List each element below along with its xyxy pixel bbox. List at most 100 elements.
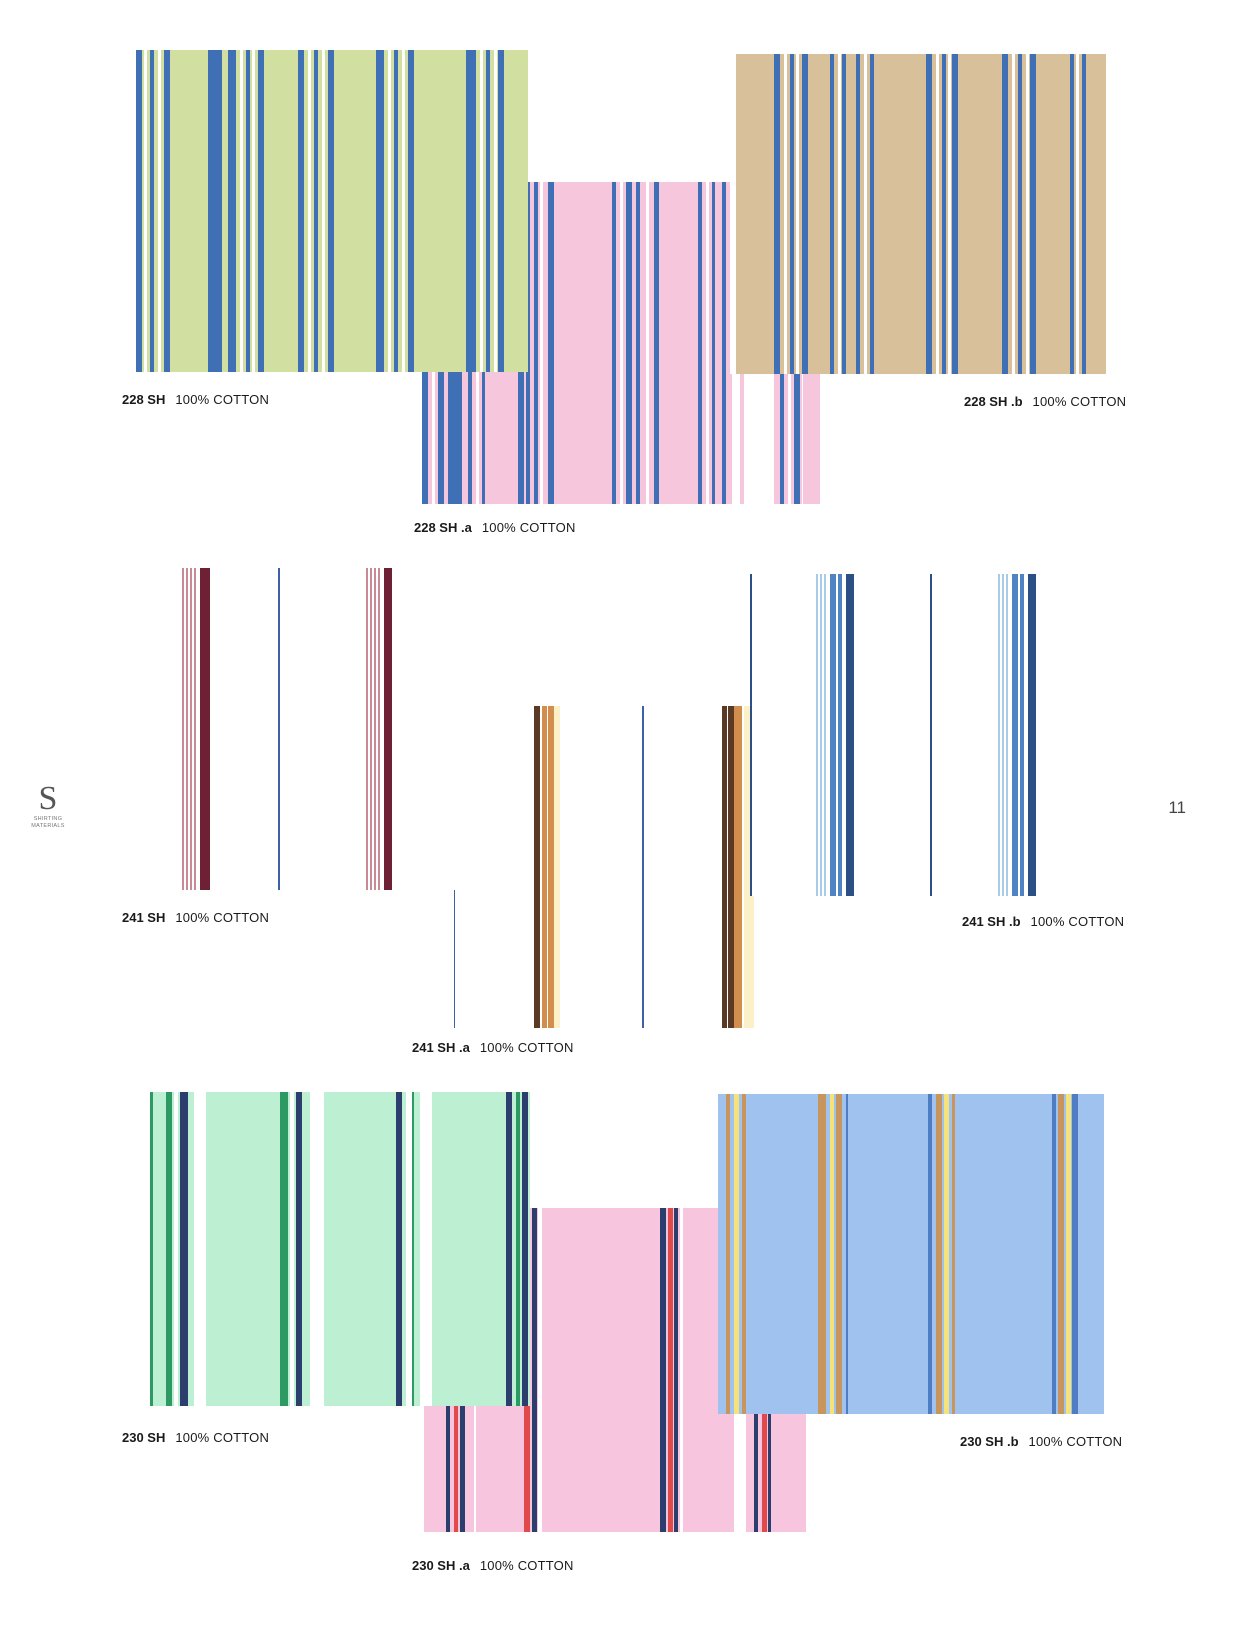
fabric-swatch-241-sh-b	[750, 574, 1104, 896]
stripe	[824, 574, 826, 896]
stripe	[846, 574, 854, 896]
stripe	[506, 1092, 512, 1406]
stripe	[706, 182, 709, 504]
fabric-composition: 100% COTTON	[1030, 914, 1125, 929]
swatch-caption-241-sh-b: 241 SH .b 100% COTTON	[962, 914, 1124, 929]
stripe	[296, 1092, 302, 1406]
stripe	[532, 1208, 537, 1532]
stripe	[144, 50, 147, 372]
stripe	[830, 54, 834, 374]
stripe	[674, 1208, 678, 1532]
stripe	[802, 54, 808, 374]
stripe	[208, 50, 222, 372]
stripe	[936, 54, 939, 374]
stripe	[228, 50, 236, 372]
stripe	[158, 50, 161, 372]
stripe	[1030, 54, 1036, 374]
stripe	[998, 574, 1000, 896]
brand-letter: S	[38, 780, 58, 817]
stripe	[166, 1092, 172, 1406]
stripe	[734, 706, 742, 1028]
stripe	[774, 54, 780, 374]
stripe	[308, 50, 311, 372]
fabric-composition: 100% COTTON	[479, 1040, 574, 1055]
brand-logo: S SHIRTING MATERIALS	[26, 782, 70, 830]
stripe	[252, 50, 255, 372]
stripe	[384, 568, 392, 890]
stripe	[412, 1092, 414, 1406]
stripe	[864, 54, 867, 374]
stripe	[540, 182, 543, 504]
stripe	[626, 182, 632, 504]
stripe	[742, 1094, 746, 1414]
stripe	[726, 1094, 730, 1414]
stripe	[388, 50, 391, 372]
stripe	[926, 54, 932, 374]
stripe	[698, 182, 702, 504]
stripe	[636, 182, 640, 504]
stripe	[466, 50, 476, 372]
stripe	[534, 182, 538, 504]
stripe	[150, 50, 154, 372]
stripe	[180, 1092, 188, 1406]
stripe	[534, 706, 540, 1028]
fabric-composition: 100% COTTON	[1028, 1434, 1123, 1449]
stripe	[402, 50, 405, 372]
stripe	[790, 54, 794, 374]
stripe	[420, 1092, 432, 1406]
stripe	[498, 50, 504, 372]
fabric-code: 230 SH .a	[412, 1558, 470, 1573]
stripe	[174, 1092, 178, 1406]
stripe	[322, 50, 325, 372]
stripe	[642, 706, 644, 1028]
stripe	[278, 568, 280, 890]
fabric-swatch-228-sh-b	[730, 54, 1106, 374]
stripe	[516, 1092, 520, 1406]
stripe	[378, 568, 380, 890]
stripe	[370, 568, 372, 890]
stripe	[548, 182, 554, 504]
stripe	[366, 568, 368, 890]
stripe	[820, 574, 822, 896]
stripe	[1002, 54, 1008, 374]
stripe	[1058, 1094, 1064, 1414]
stripe	[944, 1094, 949, 1414]
stripe	[816, 574, 818, 896]
stripe	[928, 1094, 932, 1414]
stripe	[538, 1208, 542, 1532]
fabric-code: 241 SH	[122, 910, 166, 925]
stripe	[1082, 54, 1086, 374]
page-number: 11	[1168, 798, 1186, 817]
stripe	[722, 182, 726, 504]
fabric-code: 228 SH .b	[964, 394, 1023, 409]
fabric-code: 241 SH .b	[962, 914, 1021, 929]
fabric-composition: 100% COTTON	[175, 1430, 270, 1445]
fabric-swatch-241-sh-a	[438, 706, 790, 1028]
stripe	[136, 50, 142, 372]
stripe	[310, 1092, 324, 1406]
stripe	[856, 54, 860, 374]
stripe	[1052, 1094, 1056, 1414]
stripe	[328, 50, 334, 372]
stripe	[374, 568, 376, 890]
stripe	[194, 568, 196, 890]
stripe	[298, 50, 304, 372]
stripe	[654, 182, 659, 504]
stripe	[554, 706, 560, 1028]
stripe	[620, 182, 623, 504]
stripe	[668, 1208, 673, 1532]
stripe	[838, 54, 841, 374]
stripe	[1028, 574, 1036, 896]
stripe	[646, 182, 649, 504]
fabric-composition: 100% COTTON	[481, 520, 576, 535]
fabric-swatch-230-sh-b	[718, 1094, 1104, 1414]
stripe	[494, 50, 497, 372]
stripe	[406, 1092, 412, 1406]
fabric-swatch-230-sh	[150, 1092, 530, 1406]
stripe	[150, 1092, 153, 1406]
